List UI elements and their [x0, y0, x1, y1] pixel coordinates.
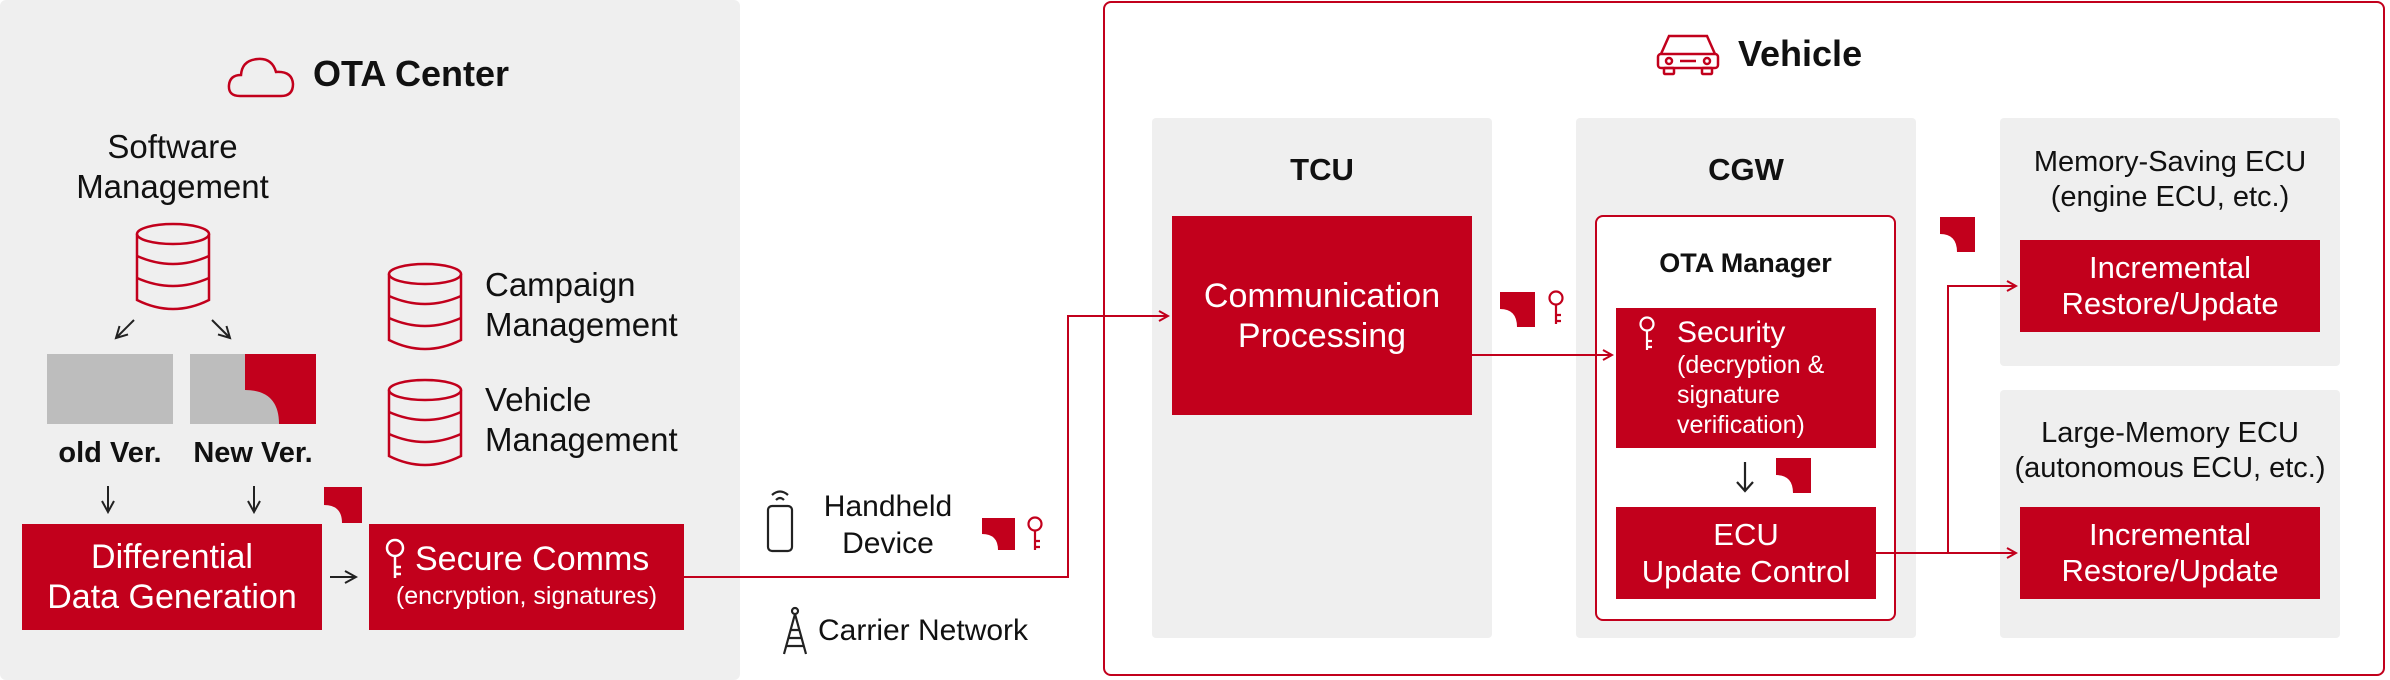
secure-comms-box	[369, 524, 684, 630]
database-icon	[135, 222, 211, 311]
data-fragment-icon	[982, 518, 1015, 550]
antenna-icon	[782, 606, 808, 655]
differential-data-generation-box: Differential Data Generation	[22, 524, 322, 630]
cloud-icon	[227, 57, 295, 98]
data-fragment-icon	[1500, 292, 1535, 327]
ota-center-title: OTA Center	[313, 53, 510, 94]
carrier-network-label: Carrier Network	[818, 614, 1029, 647]
software-management-label: Software Management	[76, 128, 269, 205]
communication-processing-box: Communication Processing	[1172, 216, 1472, 415]
database-icon	[387, 262, 463, 351]
key-icon	[1027, 516, 1043, 550]
data-fragment-icon	[324, 487, 362, 523]
old-version-label: old Ver.	[58, 436, 162, 469]
large-memory-update-box: Incremental Restore/Update	[2020, 507, 2320, 599]
new-version-label: New Ver.	[193, 436, 313, 469]
database-icon	[387, 378, 463, 467]
data-fragment-icon	[245, 354, 316, 424]
security-box	[1616, 308, 1876, 448]
campaign-management-label: Campaign Management	[485, 266, 678, 343]
car-icon	[1656, 34, 1720, 76]
key-icon	[1639, 316, 1655, 350]
data-fragment-icon	[1776, 458, 1811, 493]
smartphone-icon	[766, 490, 794, 553]
key-icon	[1548, 290, 1564, 324]
secure-comms-subtitle: (encryption, signatures)	[395, 582, 658, 610]
memory-saving-update-box: Incremental Restore/Update	[2020, 240, 2320, 332]
memory-saving-ecu-title: Memory-Saving ECU (engine ECU, etc.)	[2033, 146, 2307, 213]
security-title: Security	[1677, 316, 1786, 349]
vehicle-panel	[1103, 1, 2385, 676]
vehicle-title: Vehicle	[1738, 33, 1863, 74]
handheld-device-label: Handheld Device	[823, 490, 953, 560]
data-fragment-icon	[1940, 217, 1975, 252]
large-memory-ecu-title: Large-Memory ECU (autonomous ECU, etc.)	[2014, 417, 2326, 484]
security-subtitle: (decryption & signature verification)	[1677, 351, 1825, 439]
ecu-update-control-box: ECU Update Control	[1616, 507, 1876, 599]
key-icon	[385, 538, 405, 578]
tcu-title: TCU	[1290, 152, 1354, 187]
cgw-title: CGW	[1708, 152, 1784, 187]
secure-comms-title: Secure Comms	[415, 540, 650, 578]
old-version-block	[47, 354, 173, 424]
down-arrow-icon	[1736, 462, 1754, 493]
ota-manager-title: OTA Manager	[1659, 247, 1832, 278]
vehicle-management-label: Vehicle Management	[485, 381, 678, 458]
